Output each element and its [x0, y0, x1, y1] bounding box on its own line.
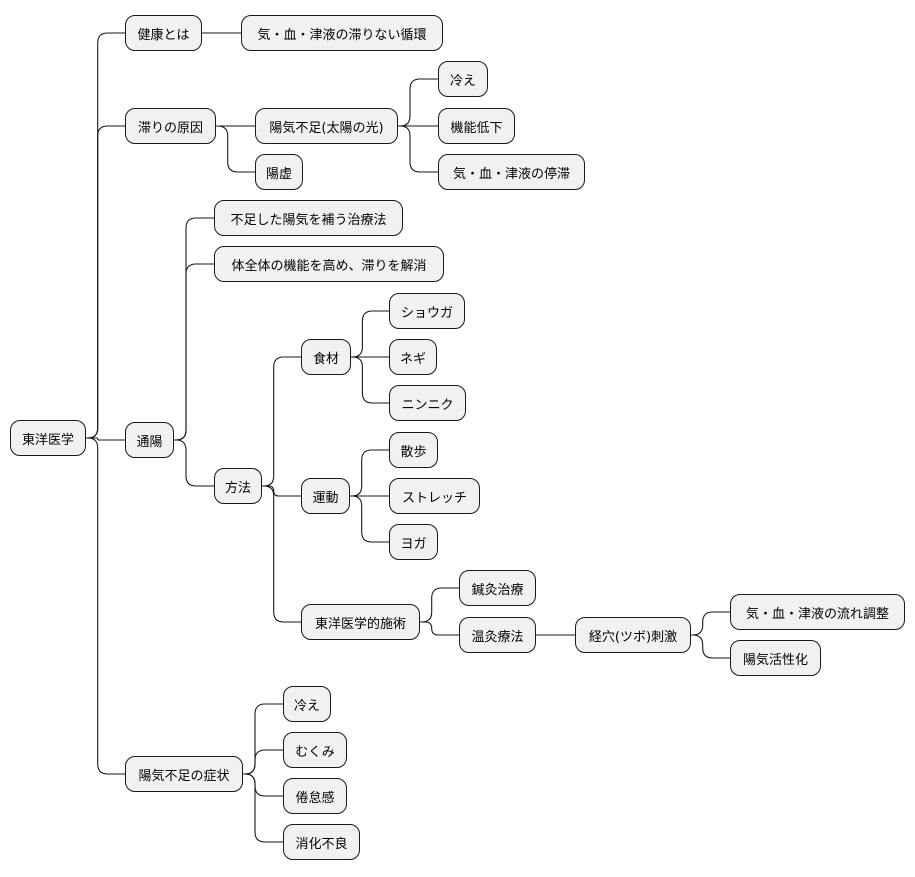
edge-exercise-yoga: [350, 495, 389, 543]
edge-root-health: [86, 32, 125, 439]
edge-eastern-warm: [420, 621, 459, 636]
node-eastern-treatment: 東洋医学的施術: [301, 604, 420, 640]
edge-yang_def-cause_stag: [398, 125, 438, 173]
node-symptom-cold: 冷え: [283, 686, 331, 722]
node-method: 方法: [214, 468, 262, 504]
edge-tsuyo-tsuyo_def2: [174, 263, 214, 441]
node-yang-xu: 陽虚: [255, 154, 303, 190]
edge-tsuyo-tsuyo_def1: [174, 217, 214, 441]
node-acupuncture: 鍼灸治療: [459, 570, 536, 606]
node-yang-deficiency: 陽気不足(太陽の光): [255, 108, 398, 144]
node-activate: 陽気活性化: [730, 640, 821, 676]
edge-cause-yang_xu: [216, 125, 255, 173]
edge-food-ginger: [351, 310, 389, 358]
edge-yang_def-cause_cold: [398, 78, 438, 127]
edge-method-food: [262, 356, 301, 487]
node-exercise: 運動: [301, 478, 350, 514]
node-yoga: ヨガ: [389, 524, 438, 560]
node-tsubo: 経穴(ツボ)刺激: [575, 617, 691, 653]
edge-root-cause: [86, 125, 125, 439]
node-ginger: ショウガ: [389, 293, 465, 329]
node-health: 健康とは: [125, 15, 202, 51]
node-walk: 散歩: [389, 432, 438, 468]
edge-root-symptoms: [86, 437, 125, 775]
edge-exercise-walk: [350, 449, 389, 497]
node-flow-adjust: 気・血・津液の流れ調整: [730, 594, 905, 630]
edge-method-eastern: [262, 485, 301, 623]
node-negi: ネギ: [389, 339, 437, 375]
edge-food-garlic: [351, 356, 389, 404]
edge-symptoms-sym_digest: [243, 773, 283, 843]
node-symptom-swelling: むくみ: [283, 732, 347, 768]
root-node: 東洋医学: [10, 420, 86, 456]
node-health-definition: 気・血・津液の滞りない循環: [241, 15, 443, 51]
node-food: 食材: [301, 339, 351, 375]
node-warm-moxa: 温灸療法: [459, 617, 536, 653]
node-tsuyo: 通陽: [125, 422, 174, 458]
edge-method-exercise: [262, 485, 301, 497]
node-cause-function: 機能低下: [438, 108, 515, 144]
node-stretch: ストレッチ: [389, 478, 480, 514]
node-symptom-fatigue: 倦怠感: [283, 778, 347, 814]
node-cause-cold: 冷え: [438, 61, 488, 97]
node-tsuyo-definition-1: 不足した陽気を補う治療法: [214, 200, 403, 236]
node-tsuyo-definition-2: 体全体の機能を高め、滞りを解消: [214, 246, 444, 282]
edge-symptoms-sym_cold: [243, 703, 283, 775]
edge-symptoms-sym_swell: [243, 749, 283, 775]
edge-symptoms-sym_fatigue: [243, 773, 283, 797]
edge-eastern-acu: [420, 587, 459, 623]
node-symptoms: 陽気不足の症状: [125, 756, 243, 792]
edge-tsubo-flow: [691, 611, 730, 636]
edge-root-tsuyo: [86, 437, 125, 441]
edge-tsubo-activate: [691, 634, 730, 659]
node-garlic: ニンニク: [389, 385, 466, 421]
node-cause-stagnation: 気・血・津液の停滞: [438, 154, 585, 190]
edge-tsuyo-method: [174, 439, 214, 487]
node-cause: 滞りの原因: [125, 108, 216, 144]
node-symptom-digestion: 消化不良: [283, 824, 360, 860]
